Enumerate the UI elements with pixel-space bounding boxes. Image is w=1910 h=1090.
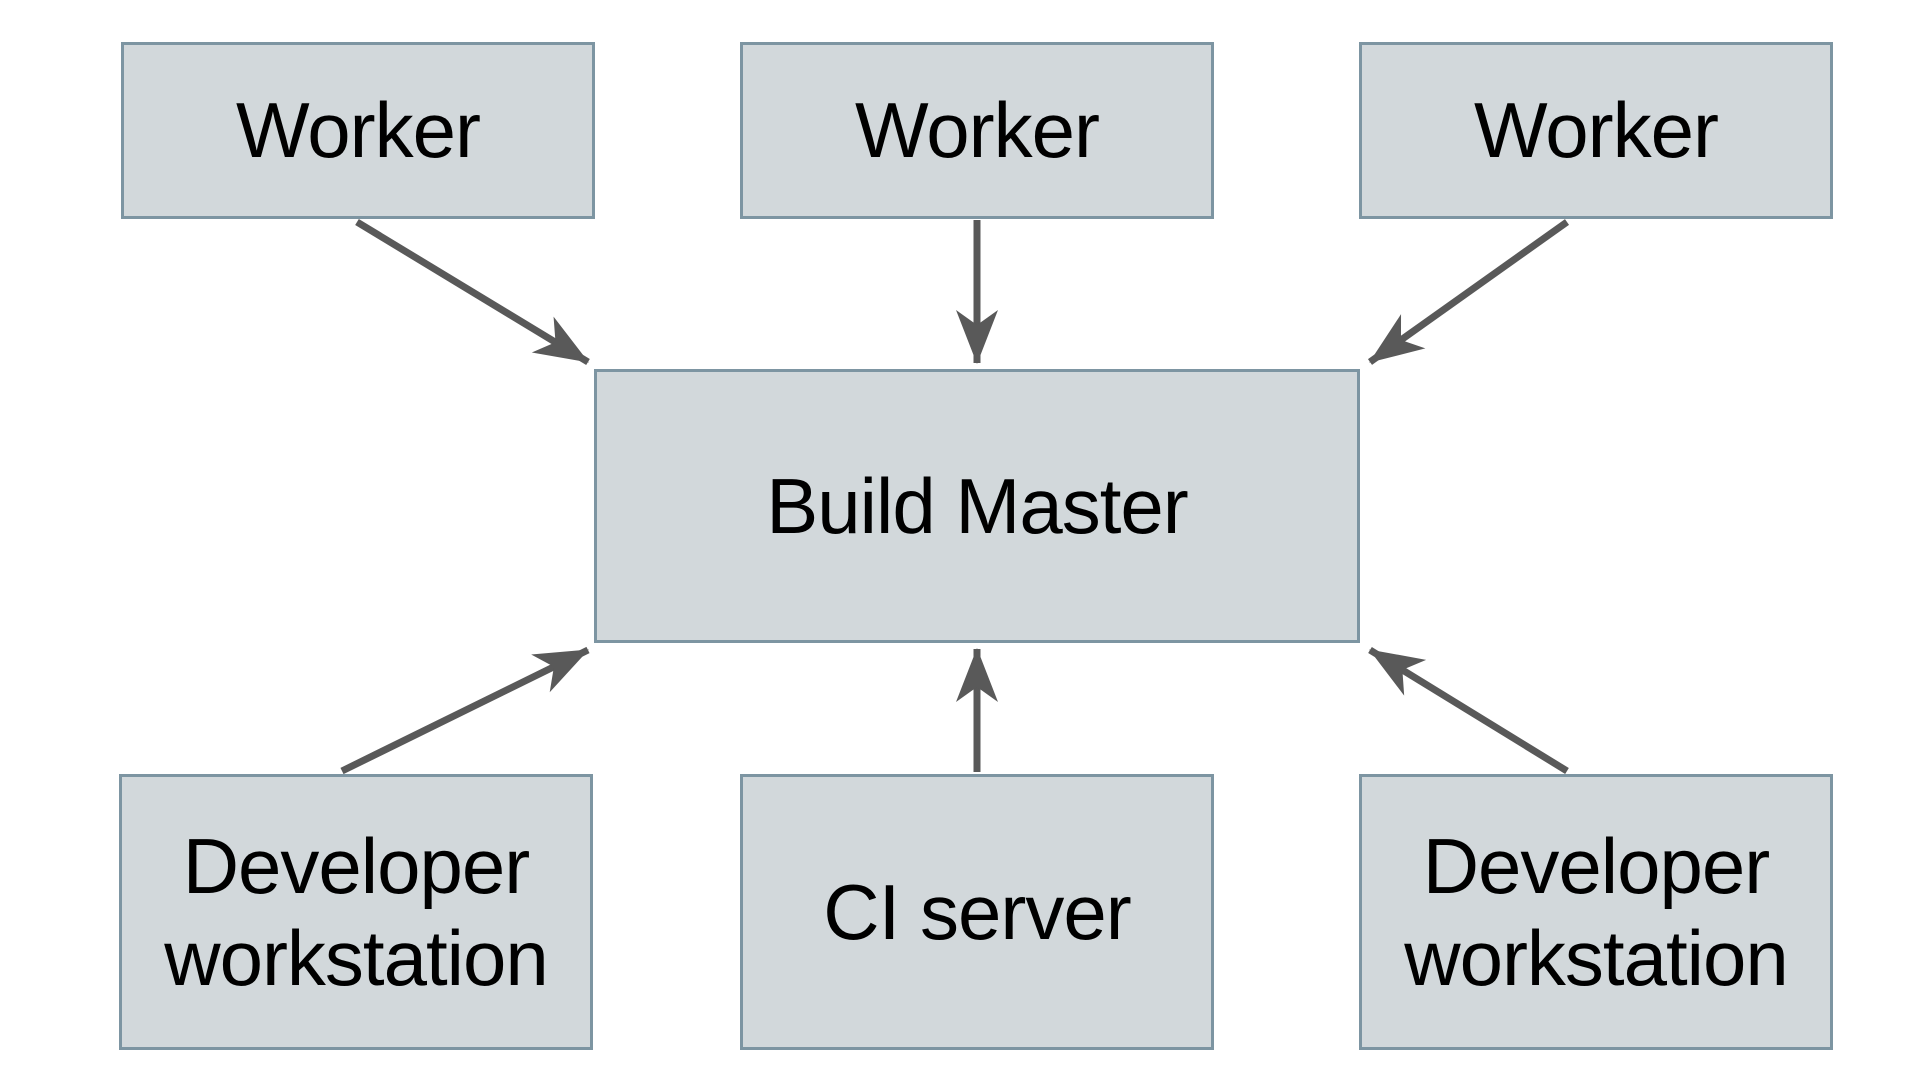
node-developer-workstation-1: Developer workstation xyxy=(119,774,593,1050)
node-worker-2-label: Worker xyxy=(855,86,1100,175)
arrow-worker-1-to-build-master xyxy=(355,219,590,365)
node-developer-workstation-1-label: Developer workstation xyxy=(164,821,549,1002)
node-build-master: Build Master xyxy=(594,369,1360,643)
node-worker-1-label: Worker xyxy=(236,86,481,175)
node-build-master-label: Build Master xyxy=(766,461,1188,550)
node-worker-3: Worker xyxy=(1359,42,1833,219)
node-worker-2: Worker xyxy=(740,42,1214,219)
arrow-worker-3-to-build-master xyxy=(1367,219,1570,365)
node-worker-1: Worker xyxy=(121,42,595,219)
arrow-developer-workstation-1-to-build-master xyxy=(340,646,590,775)
node-ci-server-label: CI server xyxy=(823,867,1131,956)
node-worker-3-label: Worker xyxy=(1474,86,1719,175)
node-developer-workstation-2: Developer workstation xyxy=(1359,774,1833,1050)
node-developer-workstation-2-label: Developer workstation xyxy=(1404,821,1789,1002)
arrow-developer-workstation-2-to-build-master xyxy=(1368,647,1569,774)
node-ci-server: CI server xyxy=(740,774,1214,1050)
